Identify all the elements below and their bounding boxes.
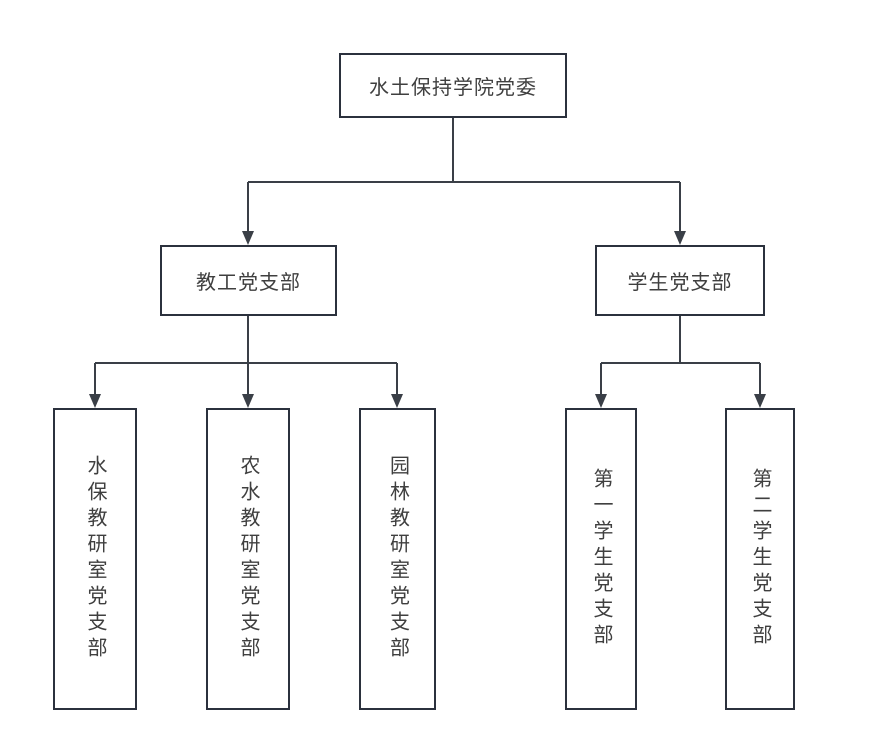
node-landscape-teaching-office-branch: 园林教研室党支部 <box>359 408 436 710</box>
arrow-down-icon <box>595 394 607 408</box>
node-agricultural-water-teaching-office-branch: 农水教研室党支部 <box>206 408 290 710</box>
arrow-down-icon <box>242 231 254 245</box>
node-label: 第二学生党支部 <box>749 468 771 650</box>
node-soil-conservation-teaching-office-branch: 水保教研室党支部 <box>53 408 137 710</box>
node-college-party-committee: 水土保持学院党委 <box>339 53 567 118</box>
arrow-down-icon <box>391 394 403 408</box>
node-label: 水土保持学院党委 <box>369 77 537 99</box>
node-first-student-party-branch: 第一学生党支部 <box>565 408 637 710</box>
arrow-down-icon <box>674 231 686 245</box>
arrow-down-icon <box>89 394 101 408</box>
node-faculty-party-branch: 教工党支部 <box>160 245 337 316</box>
node-label: 学生党支部 <box>627 272 733 294</box>
node-label: 水保教研室党支部 <box>84 455 106 663</box>
node-label: 园林教研室党支部 <box>386 455 409 663</box>
node-student-party-branch: 学生党支部 <box>595 245 765 316</box>
arrow-down-icon <box>754 394 766 408</box>
node-second-student-party-branch: 第二学生党支部 <box>725 408 795 710</box>
node-label: 农水教研室党支部 <box>237 455 259 663</box>
node-label: 第一学生党支部 <box>590 468 612 650</box>
arrow-down-icon <box>242 394 254 408</box>
node-label: 教工党支部 <box>196 272 301 294</box>
